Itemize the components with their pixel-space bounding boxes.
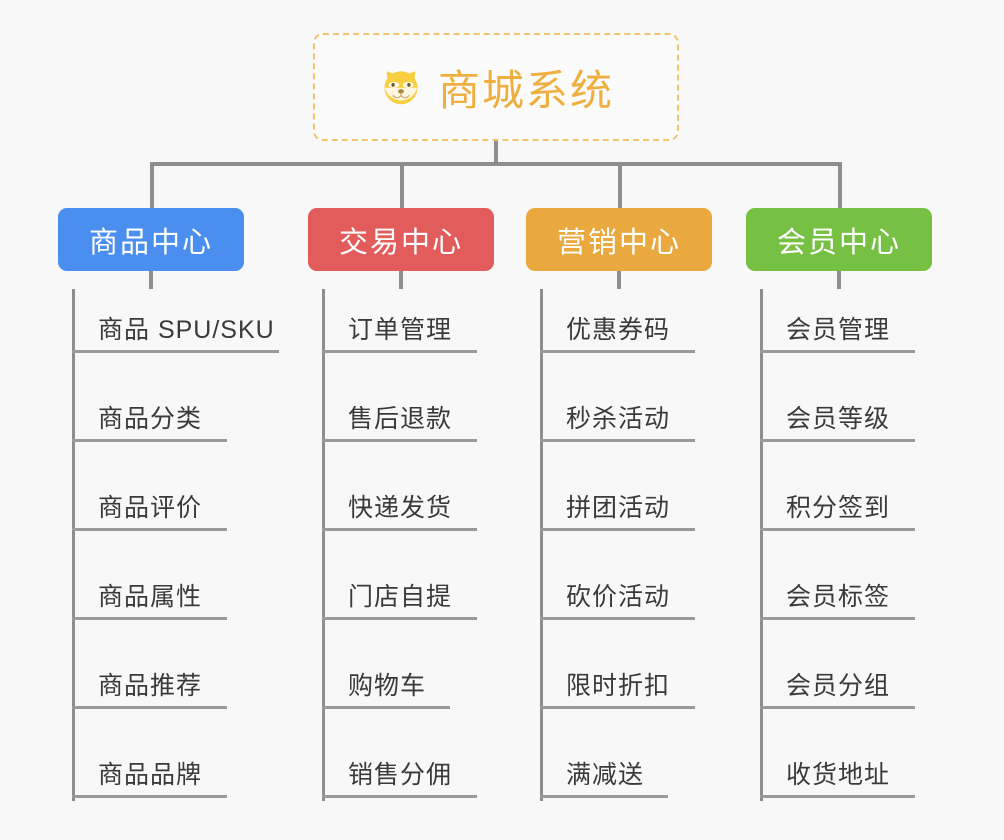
leaf-item-underline bbox=[72, 439, 227, 442]
leaf-item[interactable]: 拼团活动 bbox=[540, 487, 695, 531]
leaf-item-underline bbox=[72, 528, 227, 531]
leaf-item-label: 商品分类 bbox=[98, 405, 203, 433]
shiba-dog-face-icon bbox=[378, 64, 424, 110]
connector-header-stem-member-center bbox=[837, 271, 841, 289]
leaf-item-underline bbox=[72, 617, 227, 620]
leaf-item[interactable]: 商品属性 bbox=[72, 576, 227, 620]
leaf-item[interactable]: 积分签到 bbox=[760, 487, 915, 531]
leaf-item-label: 商品属性 bbox=[98, 583, 203, 611]
leaf-item[interactable]: 会员管理 bbox=[760, 309, 915, 353]
leaf-item-underline bbox=[322, 350, 477, 353]
category-header-label: 营销中心 bbox=[556, 226, 681, 259]
leaf-item-underline bbox=[540, 617, 695, 620]
leaf-item-label: 商品品牌 bbox=[98, 761, 203, 789]
connector-drop-3 bbox=[618, 162, 622, 208]
leaf-item[interactable]: 收货地址 bbox=[760, 754, 915, 798]
connector-spine-product-center bbox=[72, 289, 75, 801]
connector-drop-2 bbox=[400, 162, 404, 208]
leaf-item-label: 商品推荐 bbox=[98, 672, 203, 700]
leaf-item[interactable]: 秒杀活动 bbox=[540, 398, 695, 442]
leaf-item-label: 购物车 bbox=[348, 672, 427, 700]
leaf-item[interactable]: 门店自提 bbox=[322, 576, 477, 620]
leaf-item[interactable]: 商品评价 bbox=[72, 487, 227, 531]
leaf-item-underline bbox=[540, 350, 695, 353]
leaf-item-label: 收货地址 bbox=[786, 761, 891, 789]
leaf-item[interactable]: 订单管理 bbox=[322, 309, 477, 353]
connector-root-stem bbox=[494, 141, 498, 166]
leaf-item[interactable]: 商品分类 bbox=[72, 398, 227, 442]
leaf-item-label: 快递发货 bbox=[348, 494, 453, 522]
leaf-item[interactable]: 会员分组 bbox=[760, 665, 915, 709]
leaf-item[interactable]: 限时折扣 bbox=[540, 665, 695, 709]
leaf-item-underline bbox=[540, 706, 695, 709]
connector-header-stem-product-center bbox=[149, 271, 153, 289]
leaf-item-label: 拼团活动 bbox=[566, 494, 671, 522]
leaf-item-underline bbox=[322, 528, 477, 531]
leaf-item-underline bbox=[540, 439, 695, 442]
leaf-item[interactable]: 售后退款 bbox=[322, 398, 477, 442]
leaf-item[interactable]: 销售分佣 bbox=[322, 754, 477, 798]
leaf-item-label: 会员分组 bbox=[786, 672, 891, 700]
leaf-item-label: 会员等级 bbox=[786, 405, 891, 433]
leaf-item-underline bbox=[322, 795, 477, 798]
leaf-item-underline bbox=[322, 617, 477, 620]
leaf-item-label: 积分签到 bbox=[786, 494, 891, 522]
leaf-item-underline bbox=[322, 439, 477, 442]
category-header-label: 商品中心 bbox=[88, 226, 213, 259]
root-node[interactable]: 商城系统 bbox=[313, 33, 679, 141]
connector-spine-member-center bbox=[760, 289, 763, 801]
leaf-item-underline bbox=[760, 439, 915, 442]
leaf-item-underline bbox=[72, 350, 279, 353]
leaf-item[interactable]: 会员标签 bbox=[760, 576, 915, 620]
leaf-item-underline bbox=[760, 706, 915, 709]
leaf-item[interactable]: 满减送 bbox=[540, 754, 668, 798]
connector-horizontal-bus bbox=[150, 162, 842, 166]
leaf-item-underline bbox=[760, 795, 915, 798]
category-header-label: 交易中心 bbox=[338, 226, 463, 259]
leaf-item-label: 会员标签 bbox=[786, 583, 891, 611]
leaf-item-label: 门店自提 bbox=[348, 583, 453, 611]
leaf-item-label: 商品 SPU/SKU bbox=[98, 316, 275, 344]
connector-header-stem-marketing-center bbox=[617, 271, 621, 289]
leaf-item[interactable]: 商品品牌 bbox=[72, 754, 227, 798]
leaf-item[interactable]: 会员等级 bbox=[760, 398, 915, 442]
leaf-item-label: 满减送 bbox=[566, 761, 645, 789]
connector-spine-marketing-center bbox=[540, 289, 543, 801]
category-header-product-center[interactable]: 商品中心 bbox=[58, 208, 244, 271]
leaf-item-underline bbox=[760, 350, 915, 353]
leaf-item-label: 订单管理 bbox=[348, 316, 453, 344]
leaf-item-underline bbox=[72, 795, 227, 798]
category-header-trade-center[interactable]: 交易中心 bbox=[308, 208, 494, 271]
leaf-item[interactable]: 优惠券码 bbox=[540, 309, 695, 353]
leaf-item[interactable]: 砍价活动 bbox=[540, 576, 695, 620]
leaf-item[interactable]: 商品推荐 bbox=[72, 665, 227, 709]
leaf-item-underline bbox=[540, 795, 668, 798]
leaf-item-label: 会员管理 bbox=[786, 316, 891, 344]
leaf-item-underline bbox=[72, 706, 227, 709]
leaf-item-underline bbox=[540, 528, 695, 531]
connector-header-stem-trade-center bbox=[399, 271, 403, 289]
leaf-item[interactable]: 购物车 bbox=[322, 665, 450, 709]
root-title: 商城系统 bbox=[437, 66, 614, 114]
leaf-item-underline bbox=[760, 617, 915, 620]
leaf-item-label: 限时折扣 bbox=[566, 672, 671, 700]
leaf-item-underline bbox=[322, 706, 450, 709]
leaf-item[interactable]: 商品 SPU/SKU bbox=[72, 309, 279, 353]
category-header-label: 会员中心 bbox=[776, 226, 901, 259]
category-header-marketing-center[interactable]: 营销中心 bbox=[526, 208, 712, 271]
leaf-item-label: 优惠券码 bbox=[566, 316, 671, 344]
leaf-item[interactable]: 快递发货 bbox=[322, 487, 477, 531]
connector-spine-trade-center bbox=[322, 289, 325, 801]
leaf-item-label: 销售分佣 bbox=[348, 761, 453, 789]
leaf-item-label: 商品评价 bbox=[98, 494, 203, 522]
leaf-item-label: 售后退款 bbox=[348, 405, 453, 433]
leaf-item-underline bbox=[760, 528, 915, 531]
connector-drop-4 bbox=[838, 162, 842, 208]
category-header-member-center[interactable]: 会员中心 bbox=[746, 208, 932, 271]
leaf-item-label: 砍价活动 bbox=[566, 583, 671, 611]
leaf-item-label: 秒杀活动 bbox=[566, 405, 671, 433]
connector-drop-1 bbox=[150, 162, 154, 208]
